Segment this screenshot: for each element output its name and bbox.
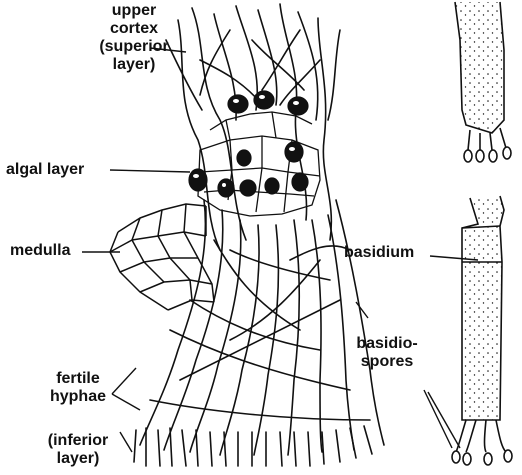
fertile-hyphae-line-2: hyphae xyxy=(44,388,112,406)
upper-cortex-line-1: upper xyxy=(98,2,170,20)
algal-cells xyxy=(189,91,308,197)
leader-lines xyxy=(82,48,478,452)
upper-cortex-label: upper cortex (superior layer) xyxy=(98,2,170,74)
inferior-layer-leader xyxy=(120,432,132,452)
hyphae-strands xyxy=(134,4,384,466)
fertile-hyphae-label: fertile hyphae xyxy=(44,370,112,406)
medulla-network xyxy=(110,204,214,310)
upper-cortex-line-2: cortex xyxy=(98,20,170,38)
algal-layer-label: algal layer xyxy=(6,161,84,179)
basidium-text: basidium xyxy=(344,244,414,261)
inferior-layer-line-1: (inferior xyxy=(36,432,120,450)
algal-layer-text: algal layer xyxy=(6,161,84,178)
basidiospores-line-2: spores xyxy=(350,353,424,371)
inferior-layer-label: (inferior layer) xyxy=(36,432,120,468)
basidiospores-leader-2 xyxy=(424,390,452,448)
basidium-label: basidium xyxy=(344,244,414,262)
basidium-lower xyxy=(452,196,512,465)
basidium-upper xyxy=(455,2,511,162)
basidiospores-leader-3 xyxy=(428,392,460,448)
basidiospores-line-1: basidio- xyxy=(350,335,424,353)
medulla-label: medulla xyxy=(10,242,70,260)
algal-layer-leader xyxy=(110,170,190,172)
algal-cells-outline xyxy=(198,112,320,216)
basidiospores-label: basidio- spores xyxy=(350,335,424,371)
fertile-hyphae-leader-2 xyxy=(112,394,140,410)
basidiospores-leader-1 xyxy=(356,302,368,318)
upper-cortex-line-3: (superior xyxy=(98,38,170,56)
fertile-hyphae-leader-1 xyxy=(112,368,136,394)
fertile-hyphae-line-1: fertile xyxy=(44,370,112,388)
medulla-text: medulla xyxy=(10,242,70,259)
upper-cortex-line-4: layer) xyxy=(98,56,170,74)
inferior-layer-line-2: layer) xyxy=(36,450,120,468)
